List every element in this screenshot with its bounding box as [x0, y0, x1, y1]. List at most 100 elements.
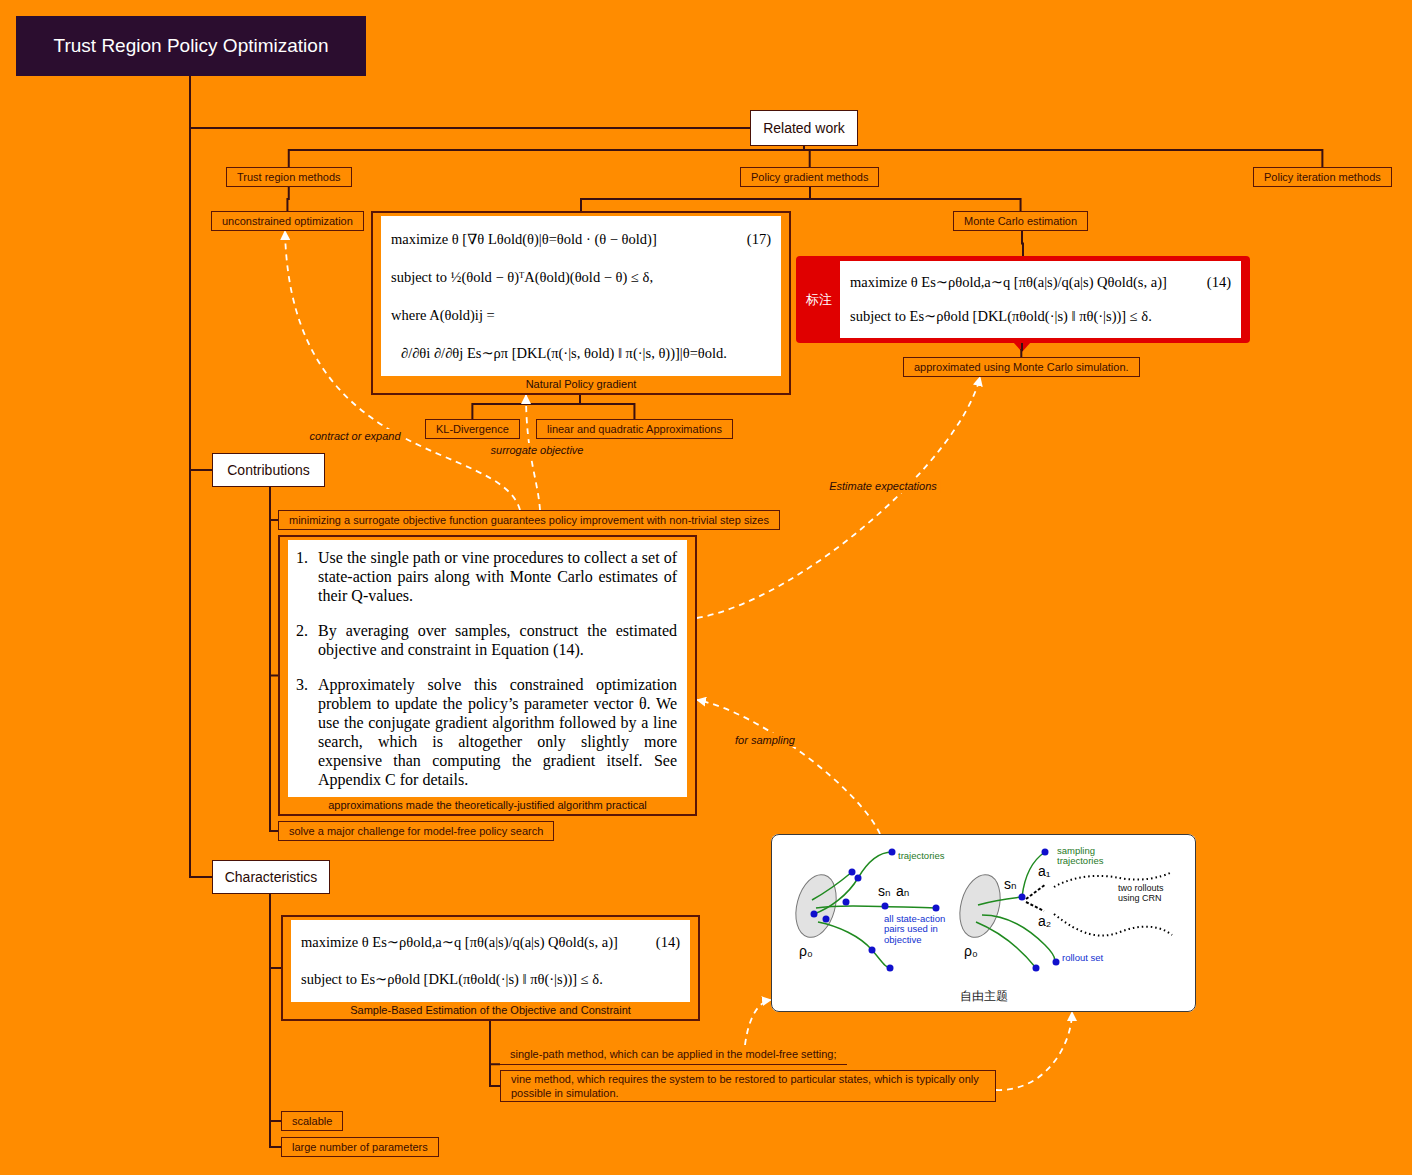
- subtopic-box: Policy gradient methods: [740, 167, 879, 187]
- formula-line: subject to Es∼ρθold [DKL(πθold(·|s) ‖ πθ…: [850, 307, 1231, 326]
- node-text: large number of parameters: [292, 1138, 428, 1156]
- subtopic-box: Trust region methods: [226, 167, 352, 187]
- state-dot: [811, 911, 818, 918]
- node-text: minimizing a surrogate objective functio…: [289, 511, 769, 529]
- formula-line: maximize θ Es∼ρθold,a∼q [πθ(a|s)/q(a|s) …: [850, 273, 1199, 292]
- dashed-relation-arrow: [697, 377, 980, 618]
- node-text: single-path method, which can be applied…: [510, 1045, 837, 1063]
- formula-line: maximize θ Es∼ρθold,a∼q [πθ(a|s)/q(a|s) …: [301, 933, 648, 952]
- tree-connector: [270, 487, 278, 676]
- state-dot: [933, 905, 940, 912]
- frame-caption: Natural Policy gradient: [381, 376, 781, 392]
- trajectory-curve: [814, 852, 892, 914]
- list-number: 2.: [296, 621, 318, 659]
- callout-box: 标注 maximize θ Es∼ρθold,a∼q [πθ(a|s)/q(a|s…: [796, 256, 1250, 343]
- node-text: Contributions: [227, 462, 310, 478]
- edge-label: Estimate expectations: [826, 479, 940, 493]
- illustration-label: trajectories: [898, 851, 944, 861]
- subtopic-box: unconstrained optimization: [211, 211, 364, 231]
- state-dot: [843, 899, 850, 906]
- subtopic-box: minimizing a surrogate objective functio…: [278, 510, 780, 530]
- tree-connector: [270, 894, 281, 968]
- illustration-label: two rollouts using CRN: [1118, 884, 1178, 904]
- state-dot: [1033, 965, 1040, 972]
- list-item: Approximately solve this constrained opt…: [318, 675, 677, 789]
- tree-connector: [804, 146, 1322, 167]
- subtopic-box: approximated using Monte Carlo simulatio…: [903, 357, 1140, 377]
- edge-label: for sampling: [732, 733, 798, 747]
- subtopic-box: scalable: [281, 1111, 343, 1131]
- node-text: solve a major challenge for model-free p…: [289, 822, 543, 840]
- trajectory-curve: [982, 915, 1056, 962]
- subtopic-box: KL-Divergence: [425, 419, 520, 439]
- illustration-label: aₙ: [896, 884, 909, 899]
- list-number: 3.: [296, 675, 318, 789]
- state-dot: [1053, 959, 1060, 966]
- list-frame: 1.Use the single path or vine procedures…: [278, 535, 697, 816]
- subtopic-box: Monte Carlo estimation: [953, 211, 1088, 231]
- tree-connector: [810, 187, 1021, 211]
- state-dot: [869, 947, 876, 954]
- dashed-relation-arrow: [996, 1012, 1072, 1090]
- tree-connector: [289, 146, 804, 167]
- state-dot: [855, 875, 862, 882]
- subtopic-box: solve a major challenge for model-free p…: [278, 821, 554, 841]
- equation-number: (14): [648, 933, 680, 952]
- edge-label: surrogate objective: [488, 443, 587, 457]
- subtopic-box: vine method, which requires the system t…: [500, 1070, 996, 1102]
- state-dot: [1019, 894, 1026, 901]
- subtopic-box: large number of parameters: [281, 1137, 439, 1157]
- illustration-label: sₙ: [1004, 877, 1017, 892]
- trajectory-curve: [812, 872, 852, 900]
- formula-panel: maximize θ Es∼ρθold,a∼q [πθ(a|s)/q(a|s) …: [840, 261, 1241, 338]
- subtopic-box: linear and quadratic Approximations: [536, 419, 733, 439]
- tree-connector: [190, 76, 750, 128]
- illustration-label: all state-action pairs used in objective: [884, 914, 966, 945]
- state-dot: [849, 869, 856, 876]
- illustration-label: rollout set: [1062, 953, 1103, 963]
- list-item: Use the single path or vine procedures t…: [318, 548, 677, 605]
- state-dot: [887, 965, 894, 972]
- list-panel: 1.Use the single path or vine procedures…: [288, 540, 687, 797]
- state-dot: [882, 903, 889, 910]
- trajectory-curve: [978, 852, 1045, 905]
- topic-box: Characteristics: [212, 860, 330, 894]
- equation-number: (17): [739, 230, 771, 249]
- node-text: Monte Carlo estimation: [964, 212, 1077, 230]
- formula-line: subject to ½(θold − θ)ᵀA(θold)(θold − θ)…: [391, 268, 771, 287]
- subtopic-box: Policy iteration methods: [1253, 167, 1392, 187]
- illustration-ground: [771, 834, 1196, 1012]
- tree-connector: [490, 1021, 500, 1064]
- trajectory-curve: [816, 906, 936, 908]
- formula-line: ∂/∂θi ∂/∂θj Es∼ρπ [DKL(π(·|s, θold) ‖ π(…: [391, 344, 771, 363]
- state-dot: [823, 916, 830, 923]
- frame-caption: Sample-Based Estimation of the Objective…: [291, 1002, 690, 1018]
- tree-connector: [190, 76, 212, 877]
- illustration-label: a₂: [1038, 914, 1051, 929]
- node-text: Policy gradient methods: [751, 168, 868, 186]
- tree-connector: [581, 187, 810, 211]
- tree-connector: [190, 76, 212, 470]
- dashed-relation-arrow: [697, 700, 880, 834]
- callout-tag: 标注: [806, 291, 840, 309]
- illustration-label: a₁: [1038, 864, 1051, 879]
- formula-line: where A(θold)ij =: [391, 306, 771, 325]
- branch-action: [1026, 884, 1046, 911]
- rollout-curve: [1054, 914, 1172, 936]
- trajectory-curve: [818, 922, 890, 968]
- tree-connector: [1022, 231, 1023, 256]
- tree-connector: [490, 1021, 500, 1086]
- frame-caption: approximations made the theoretically-ju…: [288, 797, 687, 813]
- root-topic: Trust Region Policy Optimization: [16, 16, 366, 76]
- dashed-relation-arrow: [745, 1000, 771, 1045]
- illustration-label: ρ₀: [964, 944, 978, 959]
- illustration-label: ρ₀: [799, 944, 813, 959]
- node-text: Policy iteration methods: [1264, 168, 1381, 186]
- formula-line: maximize θ [∇θ Lθold(θ)|θ=θold · (θ − θo…: [391, 230, 739, 249]
- node-text: vine method, which requires the system t…: [511, 1072, 985, 1100]
- illustration-caption: 自由主题: [772, 988, 1195, 1005]
- tree-connector: [270, 487, 278, 520]
- list-item: By averaging over samples, construct the…: [318, 621, 677, 659]
